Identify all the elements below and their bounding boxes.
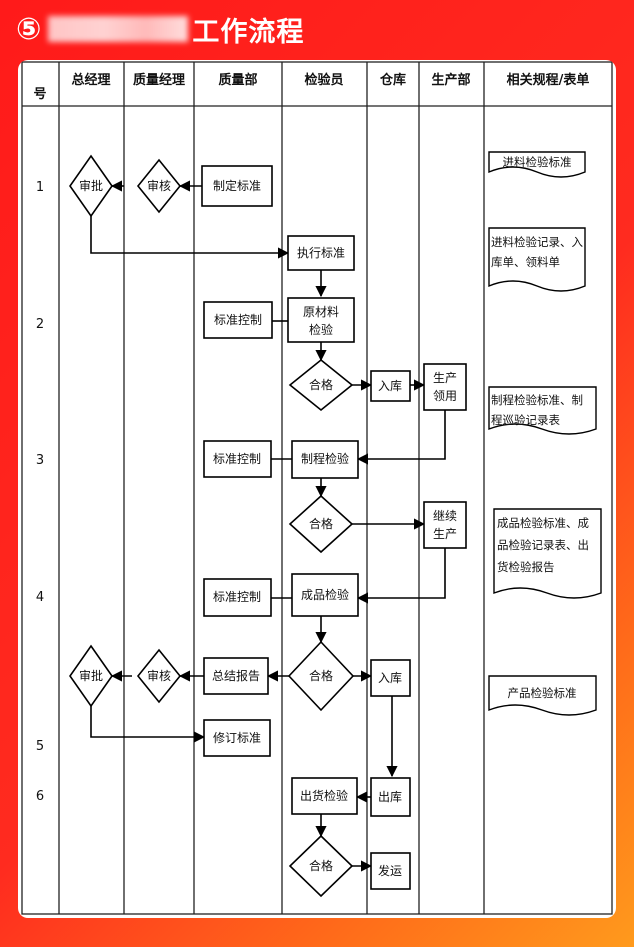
blurred-title-part bbox=[48, 16, 189, 42]
arrow-use-to-process bbox=[356, 410, 446, 465]
header-gm: 总经理 bbox=[71, 72, 110, 88]
review-label-2: 审核 bbox=[147, 668, 171, 683]
arrow-approve-to-execute bbox=[90, 216, 290, 259]
process-inspect-box bbox=[291, 440, 359, 479]
table-grid bbox=[21, 61, 613, 915]
pass-label-1: 合格 bbox=[309, 377, 333, 392]
prod-use-label-1: 生产 bbox=[433, 371, 457, 385]
std-ctrl-label-1: 标准控制 bbox=[214, 313, 262, 327]
store-in-box-2 bbox=[370, 659, 411, 697]
ship-inspect-box bbox=[291, 777, 358, 815]
pass-diamond-1 bbox=[288, 358, 354, 412]
exec-standard-label: 执行标准 bbox=[297, 246, 345, 260]
page-title: ⑤ 工作流程 bbox=[16, 6, 304, 52]
doc-shape-1 bbox=[488, 151, 586, 178]
approve-diamond bbox=[69, 154, 113, 218]
continue-label-2: 生产 bbox=[433, 527, 457, 541]
doc-label-4a: 成品检验标准、成 bbox=[497, 516, 589, 530]
pass-diamond-3 bbox=[287, 640, 355, 712]
doc-label-5: 产品检验标准 bbox=[508, 686, 577, 700]
pass-label-4: 合格 bbox=[309, 858, 333, 873]
doc-label-2b: 库单、领料单 bbox=[491, 255, 560, 269]
column-headers: 号 总经理 质量经理 质量部 检验员 仓库 生产部 相关规程/表单 bbox=[33, 72, 589, 102]
header-production: 生产部 bbox=[431, 72, 470, 88]
ship-label: 发运 bbox=[378, 863, 402, 878]
product-inspect-box bbox=[291, 573, 359, 617]
std-ctrl-label-2: 标准控制 bbox=[213, 452, 261, 466]
summary-report-label: 总结报告 bbox=[212, 668, 260, 683]
store-in-box-1 bbox=[370, 370, 411, 402]
doc-label-3a: 制程检验标准、制 bbox=[491, 393, 583, 407]
flowchart: 号 总经理 质量经理 质量部 检验员 仓库 生产部 相关规程/表单 1 2 3 … bbox=[21, 61, 613, 915]
header-qm: 质量经理 bbox=[133, 72, 185, 88]
row-number: 4 bbox=[36, 590, 44, 605]
doc-label-2a: 进料检验记录、入 bbox=[491, 235, 583, 249]
doc-label-3b: 程巡验记录表 bbox=[491, 413, 560, 427]
arrow-approve-to-revise bbox=[90, 706, 206, 743]
std-ctrl-label-3: 标准控制 bbox=[213, 590, 261, 604]
title-text: 工作流程 bbox=[192, 16, 305, 48]
row-number: 3 bbox=[36, 453, 44, 468]
header-qd: 质量部 bbox=[218, 72, 257, 88]
title-number: ⑤ bbox=[16, 11, 43, 47]
row-number: 1 bbox=[36, 180, 44, 195]
prod-use-label-2: 领用 bbox=[433, 389, 457, 403]
header-num: 号 bbox=[33, 87, 46, 102]
store-in-label-1: 入库 bbox=[378, 378, 402, 393]
header-docs: 相关规程/表单 bbox=[507, 72, 590, 88]
approve-label: 审批 bbox=[79, 178, 103, 193]
store-in-label-2: 入库 bbox=[378, 670, 402, 685]
raw-inspect-label-2: 检验 bbox=[309, 322, 333, 337]
doc-shapes bbox=[488, 151, 602, 716]
continue-label-1: 继续 bbox=[433, 509, 457, 523]
row-numbers: 1 2 3 4 5 6 bbox=[36, 180, 44, 804]
doc-shape-5 bbox=[488, 675, 597, 716]
pass-diamond-4 bbox=[288, 834, 354, 898]
review-diamond bbox=[136, 158, 182, 214]
prod-use-box bbox=[423, 363, 467, 411]
flowchart-card: 号 总经理 质量经理 质量部 检验员 仓库 生产部 相关规程/表单 1 2 3 … bbox=[18, 60, 616, 918]
set-standard-label: 制定标准 bbox=[213, 178, 261, 193]
approve-label-2: 审批 bbox=[79, 668, 103, 683]
pass-label-2: 合格 bbox=[309, 516, 333, 531]
arrow-continue-to-product bbox=[356, 548, 446, 604]
product-inspect-label: 成品检验 bbox=[301, 587, 349, 602]
review-diamond-2 bbox=[136, 648, 182, 704]
doc-label-4c: 货检验报告 bbox=[497, 560, 555, 574]
doc-shape-2 bbox=[488, 227, 586, 292]
store-out-label: 出库 bbox=[378, 789, 402, 804]
ship-box bbox=[370, 852, 411, 890]
std-ctrl-box-1 bbox=[203, 301, 273, 339]
std-ctrl-box-2 bbox=[203, 440, 272, 478]
summary-report-box bbox=[203, 657, 269, 695]
row-number: 5 bbox=[36, 739, 44, 754]
doc-label-4b: 品检验记录表、出 bbox=[497, 538, 589, 552]
header-inspector: 检验员 bbox=[304, 72, 343, 88]
std-ctrl-box-3 bbox=[203, 578, 272, 617]
revise-standard-box bbox=[203, 719, 271, 757]
doc-shape-4 bbox=[493, 508, 602, 599]
process-inspect-label: 制程检验 bbox=[301, 451, 349, 466]
approve-diamond-2 bbox=[69, 644, 113, 708]
row-number: 2 bbox=[36, 317, 44, 332]
set-standard-box bbox=[201, 165, 273, 207]
doc-shape-3 bbox=[488, 386, 597, 435]
store-out-box bbox=[370, 777, 411, 817]
raw-inspect-box bbox=[287, 297, 355, 343]
raw-inspect-label-1: 原材料 bbox=[303, 305, 339, 319]
pass-diamond-2 bbox=[288, 494, 354, 554]
header-warehouse: 仓库 bbox=[379, 72, 406, 88]
connectors bbox=[90, 180, 446, 872]
continue-prod-box bbox=[423, 501, 467, 549]
doc-label-1: 进料检验标准 bbox=[503, 155, 572, 169]
pass-label-3: 合格 bbox=[309, 668, 333, 683]
ship-inspect-label: 出货检验 bbox=[300, 788, 348, 803]
row-number: 6 bbox=[36, 789, 44, 804]
doc-labels: 进料检验标准 进料检验记录、入 库单、领料单 制程检验标准、制 程巡验记录表 成… bbox=[491, 155, 589, 700]
exec-standard-box bbox=[287, 235, 355, 271]
revise-standard-label: 修订标准 bbox=[213, 730, 261, 745]
review-label: 审核 bbox=[147, 178, 171, 193]
node-labels: 审批 审核 制定标准 执行标准 标准控制 原材料 检验 合格 入库 生产 领用 … bbox=[79, 178, 457, 878]
